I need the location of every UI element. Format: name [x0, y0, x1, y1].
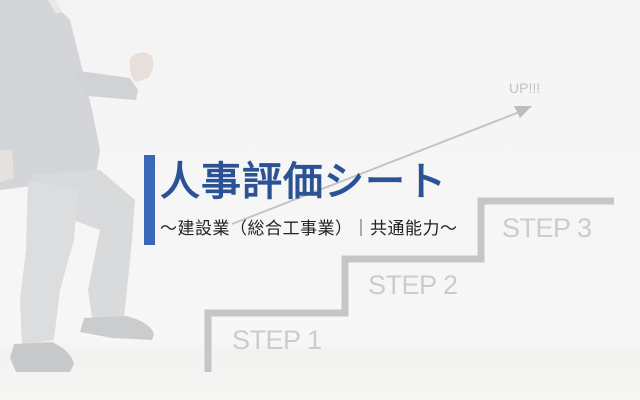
step-1-label: STEP 1 — [232, 325, 322, 355]
stairs-line — [204, 197, 614, 372]
step-3-label: STEP 3 — [502, 213, 592, 243]
page-subtitle: ～建設業（総合工事業）｜共通能力～ — [160, 219, 458, 239]
growth-arrow-head — [514, 106, 532, 118]
arrow-up-label: UP!!! — [509, 80, 541, 96]
step-2-label: STEP 2 — [368, 270, 458, 300]
title-accent-bar — [144, 155, 155, 245]
page-title: 人事評価シート — [160, 159, 447, 205]
growth-arrow-line — [231, 110, 523, 225]
